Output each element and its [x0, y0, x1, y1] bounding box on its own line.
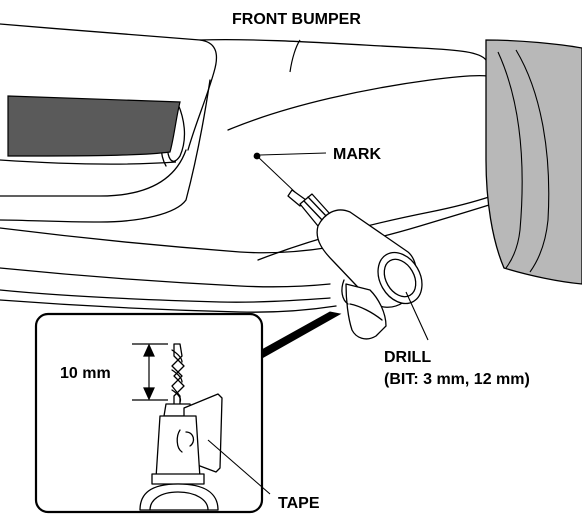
drill-axis-line [256, 155, 297, 194]
tape-label: TAPE [278, 495, 320, 512]
tape-leader [207, 439, 271, 495]
drill-label: DRILL [384, 349, 431, 366]
depth-label: 10 mm [60, 365, 111, 382]
front-bumper-label: FRONT BUMPER [232, 11, 361, 28]
mark-leader [259, 152, 327, 156]
depth-dimension [132, 343, 168, 401]
drill [287, 189, 423, 340]
mark-label: MARK [333, 146, 381, 163]
dark-panel [7, 95, 181, 157]
fender-edge [289, 39, 301, 73]
panel-trim [0, 159, 177, 165]
callout-wedge [257, 311, 342, 359]
inset-drill-bit [139, 343, 223, 511]
drill-leader [405, 291, 429, 341]
wheel-arch [485, 39, 582, 285]
drill-bit-spec-label: (BIT: 3 mm, 12 mm) [384, 371, 530, 388]
